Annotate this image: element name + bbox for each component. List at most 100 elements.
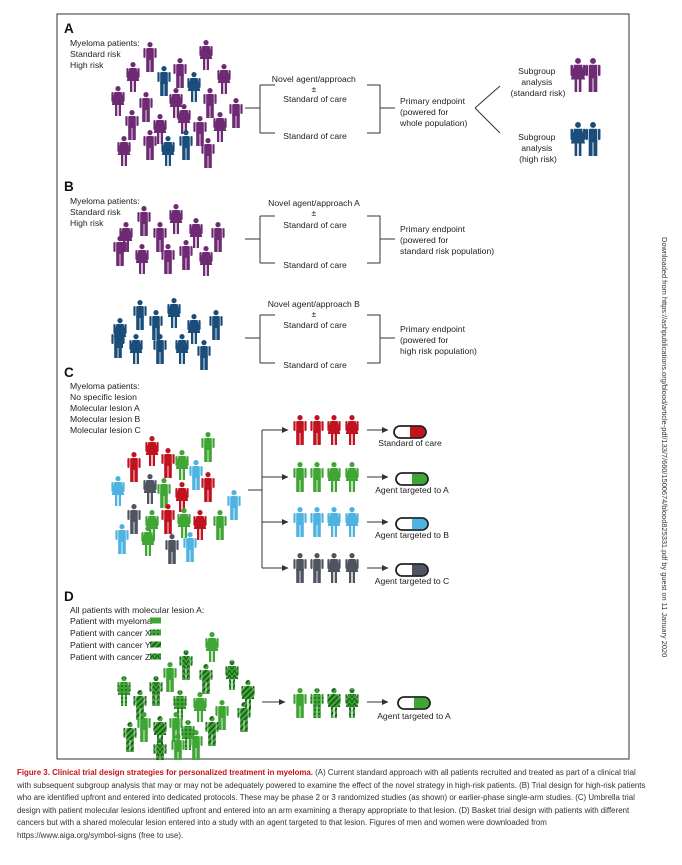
man-figure <box>149 676 163 706</box>
panel-d-legend-cancer-z: Patient with cancer Z <box>70 652 150 662</box>
man-figure <box>165 534 179 564</box>
figure-diagram: A Myeloma patients: Standard risk High r… <box>56 13 630 760</box>
woman-figure <box>175 334 189 364</box>
man-figure <box>201 432 215 462</box>
man-figure <box>137 712 151 742</box>
man-figure <box>209 310 223 340</box>
man-figure <box>293 415 307 445</box>
pill-icon <box>395 517 429 531</box>
woman-figure <box>199 246 213 276</box>
panel-b-trial1-arm2: Standard of care <box>283 260 347 270</box>
man-figure <box>237 702 251 732</box>
panel-c: C Myeloma patients: No specific lesion M… <box>64 365 449 586</box>
woman-figure <box>143 474 157 504</box>
man-figure <box>115 524 129 554</box>
woman-figure <box>117 676 131 706</box>
woman-figure <box>345 507 359 537</box>
pill-icon <box>395 563 429 577</box>
man-figure <box>293 688 307 718</box>
panel-d-arm-figures <box>293 688 359 718</box>
man-figure <box>163 662 177 692</box>
panel-b-letter: B <box>64 179 74 194</box>
panel-a-endpoint: Primary endpoint (powered for whole popu… <box>399 96 468 128</box>
panel-a: A Myeloma patients: Standard risk High r… <box>64 21 601 168</box>
panel-b-trial2-arm1: Novel agent/approach B ± Standard of car… <box>268 299 363 330</box>
panel-b-crowd-high <box>111 298 223 370</box>
panel-d-arm-label: Agent targeted to A <box>377 711 451 721</box>
woman-figure <box>345 688 359 718</box>
panel-a-legend-title: Myeloma patients: <box>70 38 140 48</box>
panel-a-subgroup-standard: Subgroup analysis (standard risk) <box>511 66 566 98</box>
panel-c-arm-figures <box>293 415 359 583</box>
woman-figure <box>175 450 189 480</box>
man-figure <box>193 116 207 146</box>
woman-figure <box>327 688 341 718</box>
panel-a-letter: A <box>64 21 74 36</box>
woman-figure <box>177 508 191 538</box>
man-figure <box>173 58 187 88</box>
man-figure <box>161 448 175 478</box>
panel-c-arm-standard-label: Standard of care <box>378 438 442 448</box>
panel-b-legend-standard: Standard risk <box>70 207 121 217</box>
man-figure <box>143 130 157 160</box>
panel-d-crowd <box>117 632 255 760</box>
panel-a-subgroup-high: Subgroup analysis (high risk) <box>518 132 558 164</box>
man-figure <box>179 650 193 680</box>
man-figure <box>111 328 125 358</box>
panel-a-legend-high: High risk <box>70 60 104 70</box>
panel-a-arm1: Novel agent/approach ± Standard of care <box>272 74 358 104</box>
swatch-myeloma <box>150 617 161 624</box>
man-figure <box>127 452 141 482</box>
panel-c-legend-a: Molecular lesion A <box>70 403 140 413</box>
man-figure <box>153 738 167 760</box>
man-figure <box>157 478 171 508</box>
panel-a-arm2: Standard of care <box>283 131 347 141</box>
man-figure <box>161 244 175 274</box>
caption-title: Figure 3. Clinical trial design strategi… <box>17 768 313 777</box>
woman-figure <box>153 114 167 144</box>
woman-figure <box>181 720 195 750</box>
panel-c-legend-b: Molecular lesion B <box>70 414 140 424</box>
woman-figure <box>189 218 203 248</box>
woman-figure <box>135 244 149 274</box>
man-figure <box>197 340 211 370</box>
man-figure <box>133 300 147 330</box>
woman-figure <box>345 415 359 445</box>
panel-c-legend-title: Myeloma patients: <box>70 381 140 391</box>
woman-figure <box>169 204 183 234</box>
panel-b-trial2-arm2: Standard of care <box>283 360 347 370</box>
woman-figure <box>327 462 341 492</box>
woman-figure <box>117 136 131 166</box>
woman-figure <box>327 553 341 583</box>
panel-d: D All patients with molecular lesion A: … <box>64 589 451 760</box>
panel-b-crowd-standard <box>113 204 225 276</box>
panel-c-arm-c-label: Agent targeted to C <box>375 576 450 586</box>
panel-c-pills <box>393 425 429 577</box>
man-figure <box>183 532 197 562</box>
man-figure <box>123 722 137 752</box>
man-figure <box>293 553 307 583</box>
man-figure <box>201 472 215 502</box>
woman-figure <box>241 680 255 710</box>
woman-figure <box>205 632 219 662</box>
man-figure <box>585 58 601 92</box>
man-figure <box>227 490 241 520</box>
man-figure <box>153 222 167 252</box>
panel-b-trial2-endpoint: Primary endpoint (powered for high risk … <box>400 324 477 356</box>
woman-figure <box>161 136 175 166</box>
woman-figure <box>126 62 140 92</box>
woman-figure <box>175 482 189 512</box>
panel-d-legend-cancer-x: Patient with cancer X <box>70 628 151 638</box>
man-figure <box>310 415 324 445</box>
man-figure <box>189 730 203 760</box>
panel-c-crowd <box>111 432 241 564</box>
man-figure <box>113 236 127 266</box>
woman-figure <box>199 40 213 70</box>
man-figure <box>293 462 307 492</box>
panel-d-title: All patients with molecular lesion A: <box>70 605 204 615</box>
panel-c-letter: C <box>64 365 74 380</box>
woman-figure <box>177 104 191 134</box>
woman-figure <box>345 462 359 492</box>
download-sidenote: Downloaded from https://ashpublications.… <box>660 237 669 658</box>
man-figure <box>149 310 163 340</box>
